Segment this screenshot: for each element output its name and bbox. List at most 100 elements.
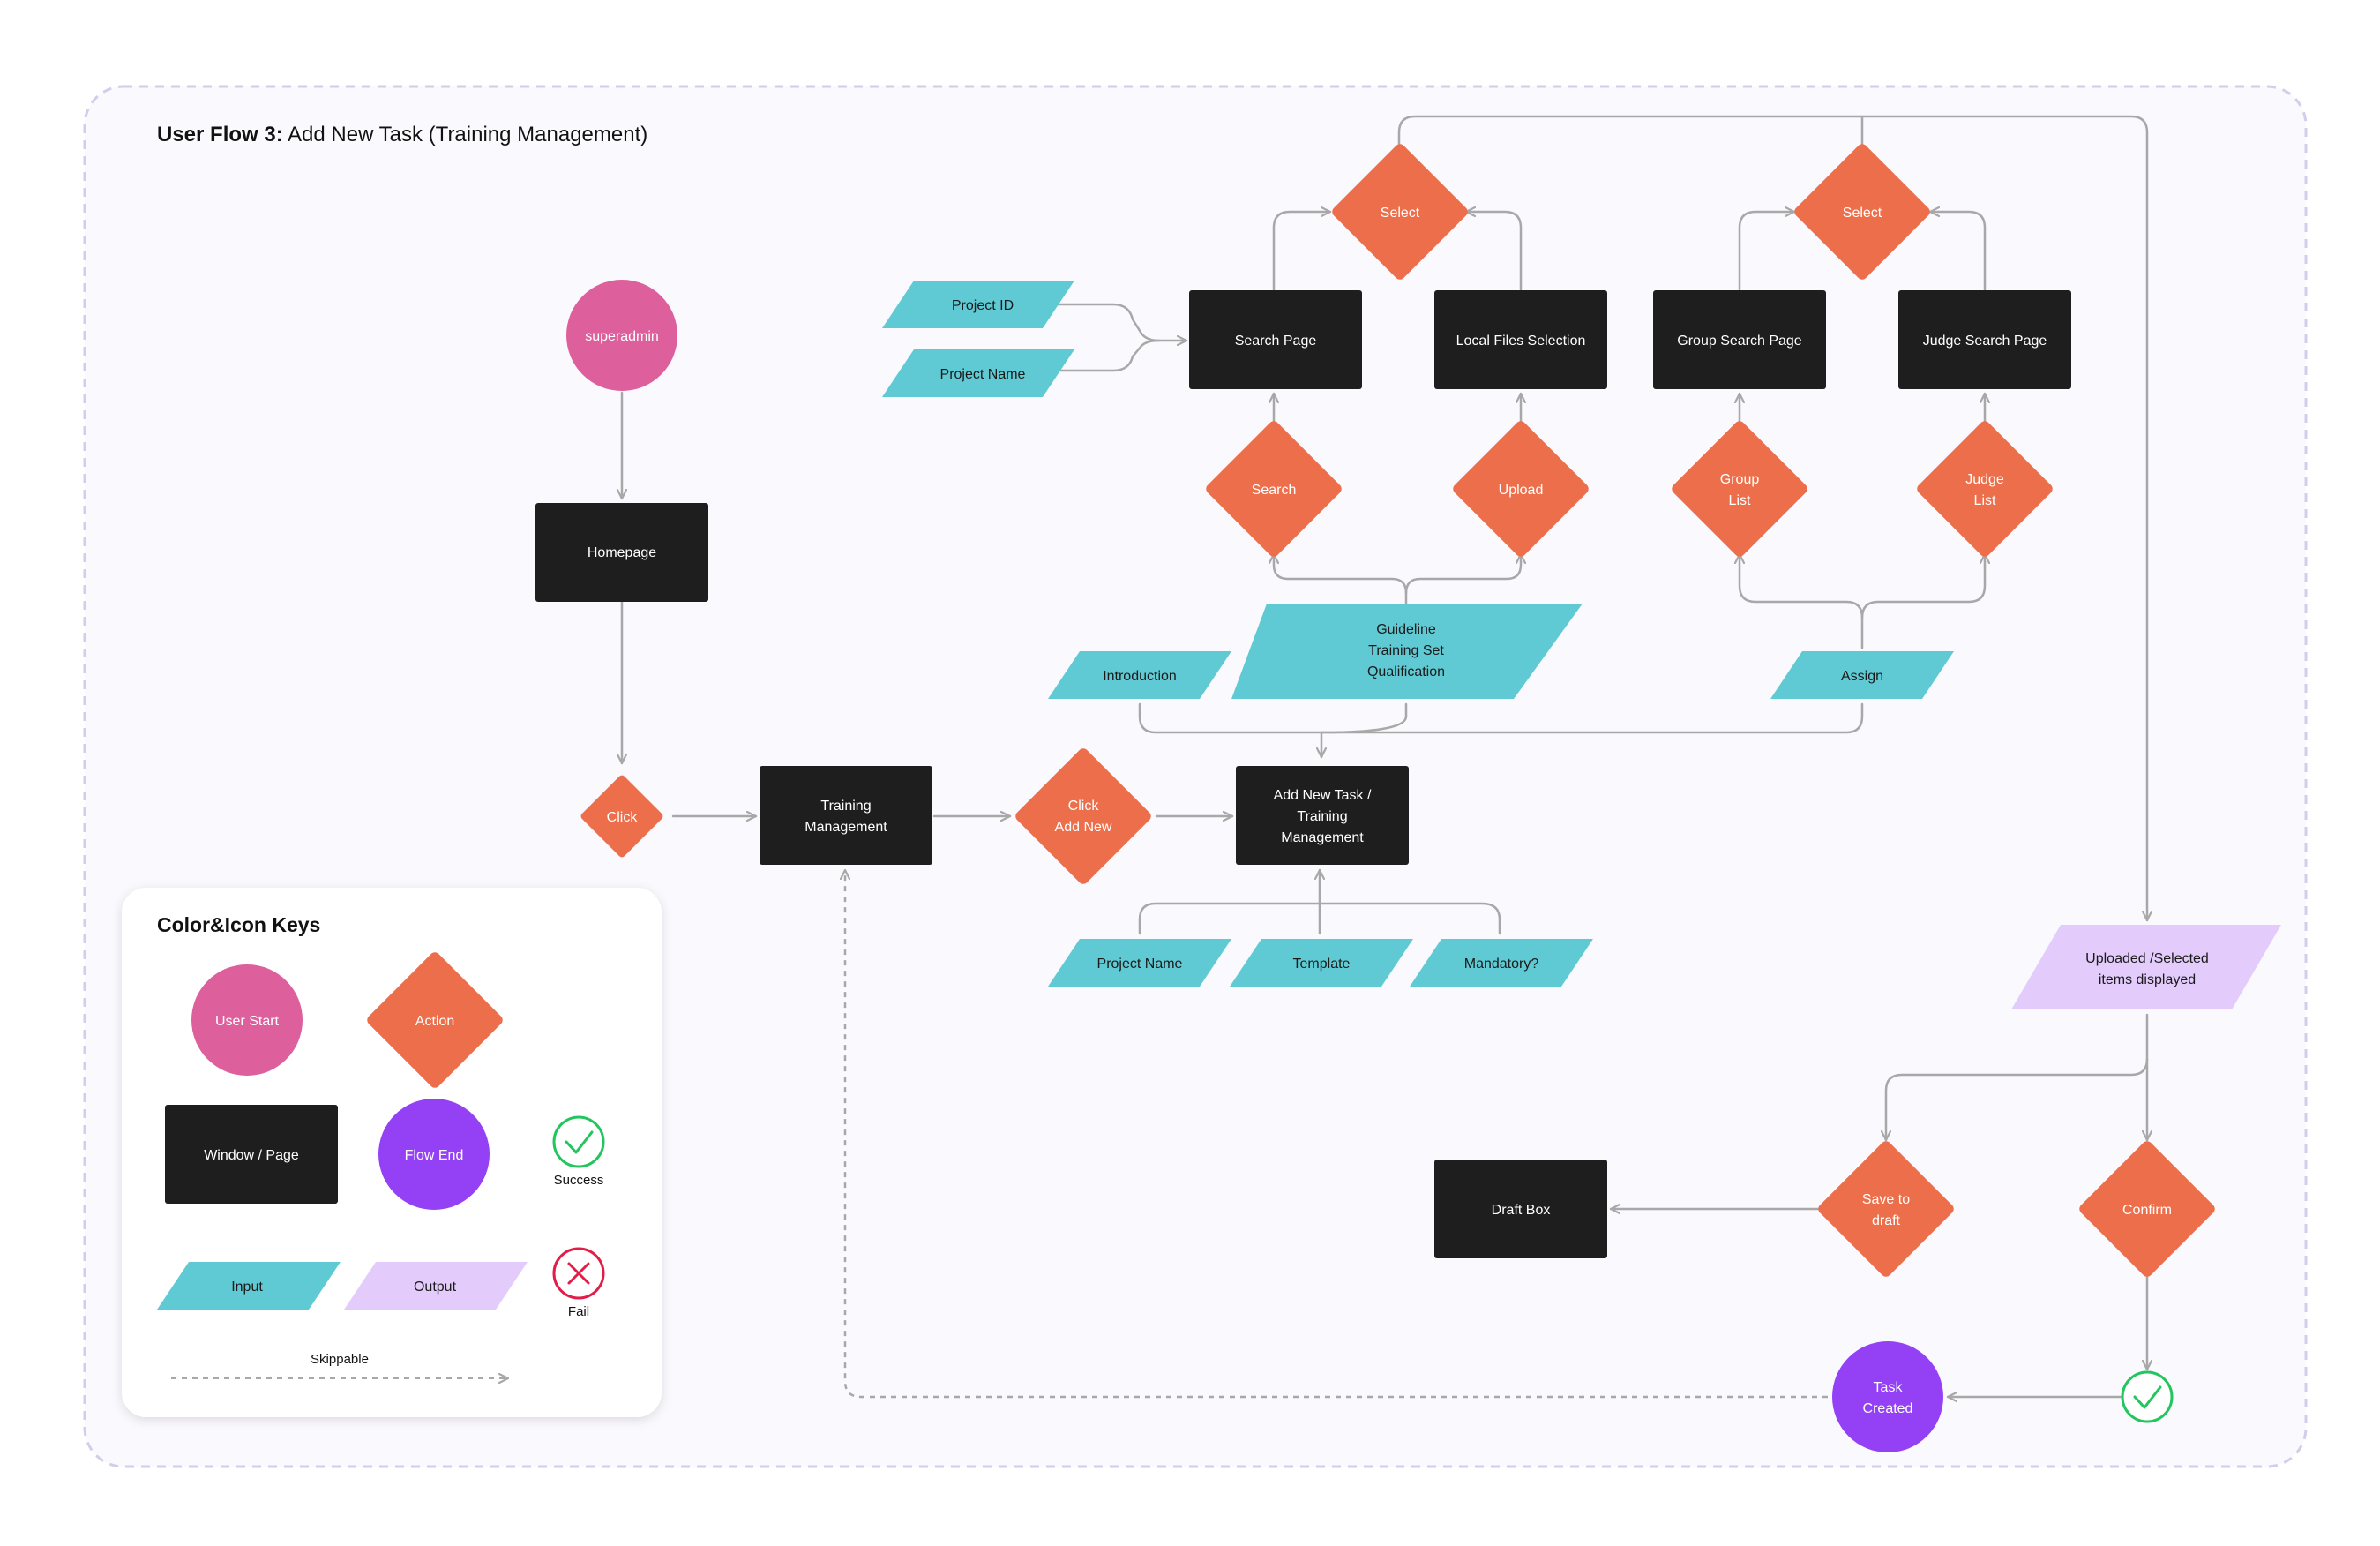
arrow-grouppage-select2 xyxy=(1738,212,1796,291)
input-project-id[interactable]: Project ID xyxy=(882,281,1074,328)
click-add-new-line1: Click xyxy=(1068,799,1100,814)
success-icon xyxy=(2121,1370,2174,1423)
add-new-task-line3: Management xyxy=(1281,830,1364,845)
node-task-created[interactable]: Task Created xyxy=(1832,1341,1943,1452)
page-title-rest: Add New Task (Training Management) xyxy=(283,123,648,146)
node-homepage[interactable]: Homepage xyxy=(535,503,708,602)
legend-flow-end: Flow End xyxy=(378,1099,490,1210)
node-search[interactable]: Search xyxy=(1204,419,1343,559)
skippable-arrow-taskcreated-training xyxy=(845,870,1828,1399)
node-upload[interactable]: Upload xyxy=(1451,419,1590,559)
node-click-add-new[interactable]: Click Add New xyxy=(1014,747,1153,886)
legend-action-label: Action xyxy=(415,1014,454,1029)
connectors xyxy=(622,115,2149,1397)
node-superadmin[interactable]: superadmin xyxy=(566,280,677,391)
node-save-to-draft[interactable]: Save to draft xyxy=(1816,1139,1956,1279)
legend-user-start-label: User Start xyxy=(215,1014,280,1029)
output-uploaded-selected[interactable]: Uploaded /Selected items displayed xyxy=(2011,925,2281,1009)
page-title-bold: User Flow 3: xyxy=(157,123,283,146)
select-1-label: Select xyxy=(1381,206,1420,221)
guideline-line2: Training Set xyxy=(1368,643,1444,658)
mandatory-label: Mandatory? xyxy=(1464,957,1539,972)
legend-input: Input xyxy=(157,1262,341,1310)
node-group-list[interactable]: Group List xyxy=(1670,419,1809,559)
legend-output: Output xyxy=(344,1262,528,1310)
arrow-uploaded-savedraft xyxy=(1886,1057,2149,1142)
node-search-page[interactable]: Search Page xyxy=(1189,290,1362,389)
node-click[interactable]: Click xyxy=(580,774,664,859)
task-created-line2: Created xyxy=(1863,1401,1913,1416)
group-search-page-label: Group Search Page xyxy=(1677,334,1802,349)
guideline-line3: Qualification xyxy=(1367,664,1445,679)
group-list-line1: Group xyxy=(1720,472,1760,487)
legend-skippable: Skippable xyxy=(171,1352,508,1378)
node-group-search-page[interactable]: Group Search Page xyxy=(1653,290,1826,389)
node-draft-box[interactable]: Draft Box xyxy=(1434,1160,1607,1258)
arrow-projectname-searchpage xyxy=(1055,339,1161,372)
node-training-management[interactable]: Training Management xyxy=(760,766,932,865)
local-files-label: Local Files Selection xyxy=(1456,334,1586,349)
page-title: User Flow 3: Add New Task (Training Mana… xyxy=(157,123,647,146)
input-guideline[interactable]: Guideline Training Set Qualification xyxy=(1231,604,1583,699)
save-to-draft-line1: Save to xyxy=(1862,1192,1910,1207)
upload-label: Upload xyxy=(1499,483,1544,498)
click-label: Click xyxy=(607,810,639,825)
node-add-new-task[interactable]: Add New Task / Training Management xyxy=(1236,766,1409,865)
introduction-label: Introduction xyxy=(1103,669,1177,684)
select-2-label: Select xyxy=(1843,206,1882,221)
group-list-line2: List xyxy=(1729,493,1751,508)
input-assign[interactable]: Assign xyxy=(1770,651,1954,699)
add-new-task-line1: Add New Task / xyxy=(1274,788,1372,803)
project-id-label: Project ID xyxy=(952,298,1014,313)
node-judge-search-page[interactable]: Judge Search Page xyxy=(1898,290,2071,389)
legend-fail-icon xyxy=(552,1247,605,1300)
confirm-label: Confirm xyxy=(2122,1203,2172,1218)
arrow-select-uploaded xyxy=(1397,115,2147,922)
node-select-2[interactable]: Select xyxy=(1792,142,1932,281)
legend-window-page: Window / Page xyxy=(165,1105,338,1204)
arrow-localfiles-select1 xyxy=(1464,212,1523,291)
node-confirm[interactable]: Confirm xyxy=(2077,1139,2217,1279)
input-mandatory[interactable]: Mandatory? xyxy=(1410,939,1593,987)
legend-success-label: Success xyxy=(554,1173,604,1188)
training-management-line2: Management xyxy=(805,820,887,835)
superadmin-label: superadmin xyxy=(585,329,659,344)
legend-skippable-label: Skippable xyxy=(311,1352,369,1367)
project-name-bottom-label: Project Name xyxy=(1097,957,1183,972)
node-select-1[interactable]: Select xyxy=(1330,142,1470,281)
click-add-new-line2: Add New xyxy=(1055,820,1112,835)
add-new-task-line2: Training xyxy=(1297,809,1347,824)
legend-input-label: Input xyxy=(231,1280,263,1295)
legend-user-start: User Start xyxy=(191,964,303,1076)
legend-success: Success xyxy=(552,1115,605,1188)
arrow-assign-judgelist xyxy=(1860,552,1985,619)
node-judge-list[interactable]: Judge List xyxy=(1915,419,2054,559)
uploaded-selected-line1: Uploaded /Selected xyxy=(2085,951,2209,966)
arrow-searchpage-select1 xyxy=(1272,212,1332,291)
legend-window-page-label: Window / Page xyxy=(204,1148,299,1163)
node-local-files-selection[interactable]: Local Files Selection xyxy=(1434,290,1607,389)
arrow-inputs-addtask xyxy=(1138,702,1864,734)
search-label: Search xyxy=(1252,483,1297,498)
judge-list-line1: Judge xyxy=(1965,472,2004,487)
task-created-line1: Task xyxy=(1874,1380,1904,1395)
input-project-name-top[interactable]: Project Name xyxy=(882,349,1074,397)
draft-box-label: Draft Box xyxy=(1492,1203,1551,1218)
legend-title: Color&Icon Keys xyxy=(157,913,320,936)
project-name-top-label: Project Name xyxy=(940,367,1026,382)
legend-output-label: Output xyxy=(414,1280,457,1295)
judge-search-page-label: Judge Search Page xyxy=(1923,334,2047,349)
homepage-label: Homepage xyxy=(588,545,656,560)
input-template[interactable]: Template xyxy=(1230,939,1413,987)
legend-flow-end-label: Flow End xyxy=(405,1148,464,1163)
search-page-label: Search Page xyxy=(1235,334,1317,349)
input-project-name-bottom[interactable]: Project Name xyxy=(1048,939,1231,987)
arrow-assign-grouplist xyxy=(1740,552,1864,649)
assign-label: Assign xyxy=(1841,669,1883,684)
arrow-guideline-upload xyxy=(1404,552,1521,595)
arrow-guideline-search xyxy=(1274,552,1408,605)
input-introduction[interactable]: Introduction xyxy=(1048,651,1231,699)
legend-fail-label: Fail xyxy=(568,1304,589,1319)
save-to-draft-line2: draft xyxy=(1872,1213,1901,1228)
